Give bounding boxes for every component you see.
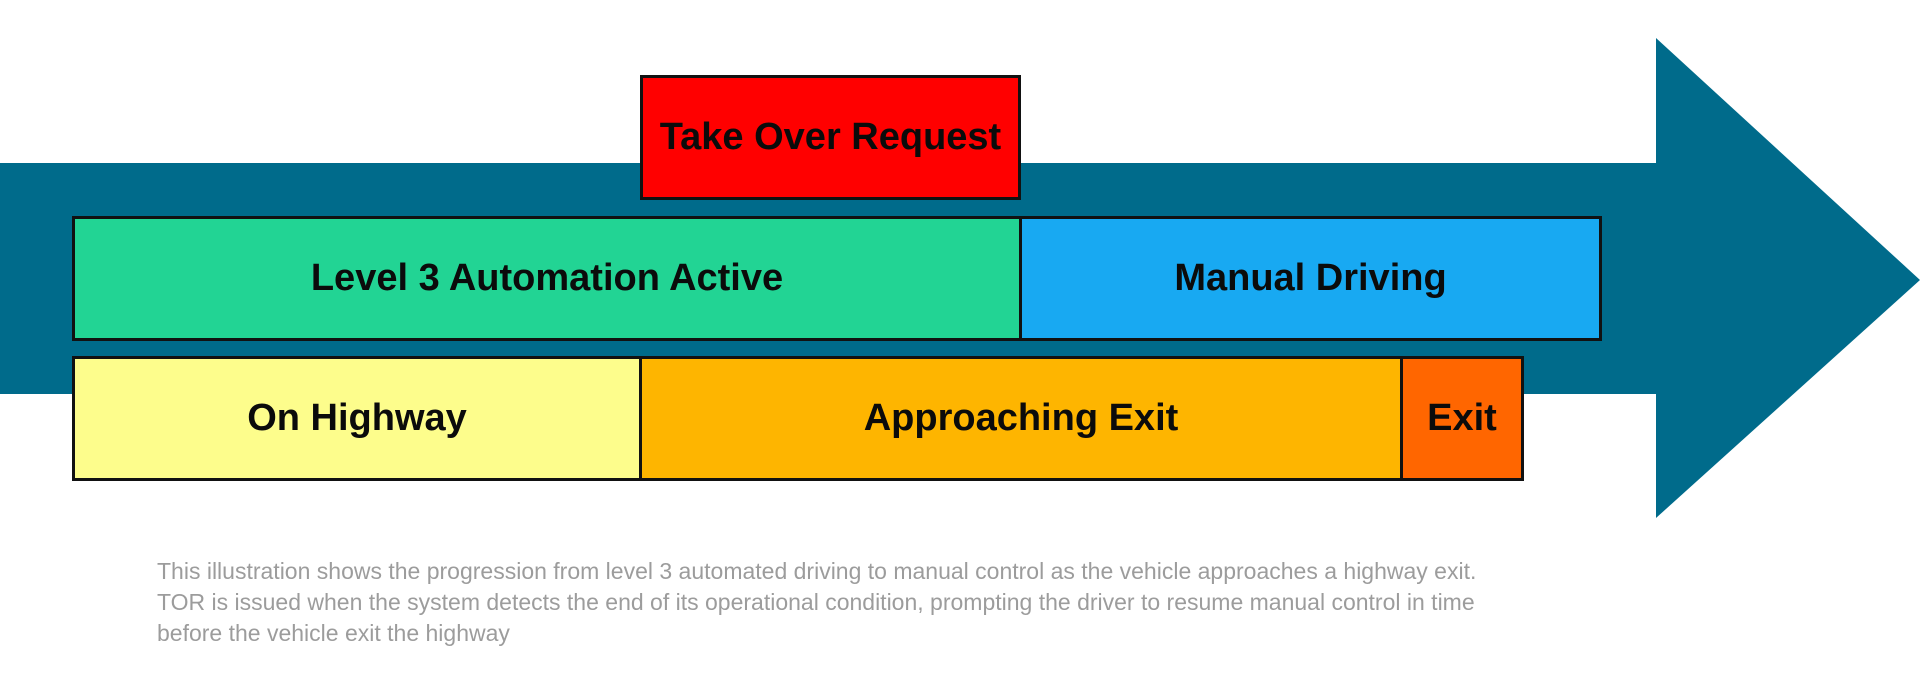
level3-automation-box: Level 3 Automation Active [72,216,1022,341]
manual-driving-box: Manual Driving [1019,216,1602,341]
manual-driving-label: Manual Driving [1174,257,1447,299]
on-highway-label: On Highway [247,397,467,439]
exit-label: Exit [1427,397,1497,439]
caption-line: before the vehicle exit the highway [157,620,510,646]
caption-line: This illustration shows the progression … [157,558,1477,584]
exit-box: Exit [1400,356,1524,481]
diagram-caption: This illustration shows the progression … [157,556,1757,649]
level3-automation-label: Level 3 Automation Active [310,257,784,299]
on-highway-box: On Highway [72,356,642,481]
take-over-request-box: Take Over Request [640,75,1021,200]
caption-line: TOR is issued when the system detects th… [157,589,1475,615]
approaching-exit-label: Approaching Exit [863,397,1179,439]
take-over-request-label: Take Over Request [659,116,1002,158]
approaching-exit-box: Approaching Exit [639,356,1403,481]
